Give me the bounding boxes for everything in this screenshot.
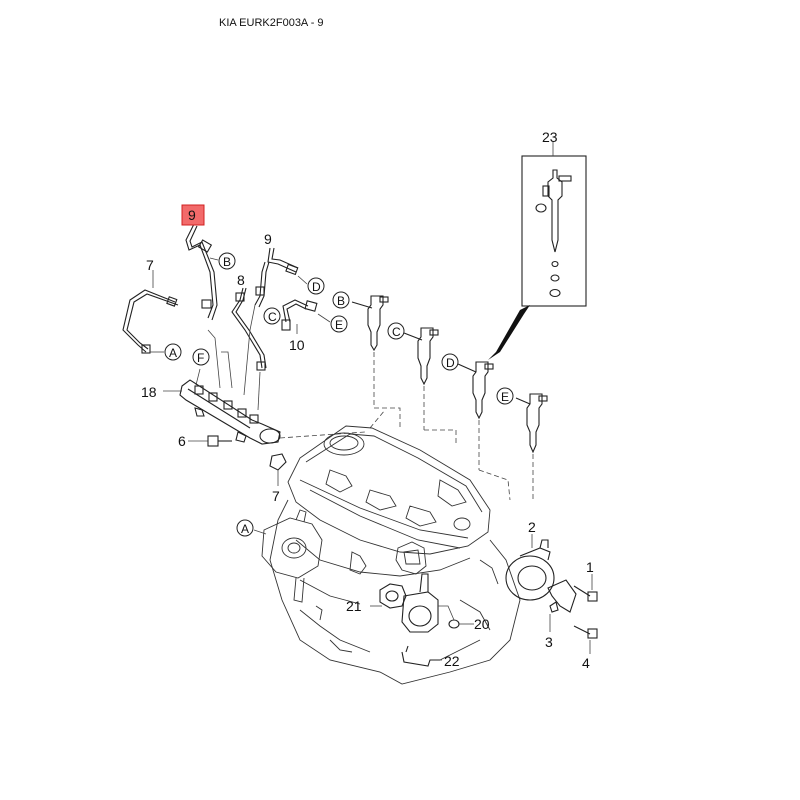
- letter-f-circle: [192, 348, 210, 366]
- bolt-1: [573, 574, 598, 602]
- injector-inset: 23: [521, 129, 587, 307]
- callout-8[interactable]: 7: [146, 257, 154, 273]
- bolt-6: [188, 435, 232, 447]
- callout-1[interactable]: 1: [586, 559, 594, 575]
- letter-b-circle-top: [218, 252, 236, 270]
- connection-letters: A F B D C E B C D E A: [150, 252, 514, 537]
- callout-9-highlighted[interactable]: 9: [188, 207, 196, 223]
- letter-a-pump: A: [241, 522, 249, 536]
- letter-b-circle-injector: [332, 291, 350, 309]
- callout-3[interactable]: 3: [545, 634, 553, 650]
- injector-b: [351, 295, 389, 408]
- letter-c-top: C: [268, 310, 277, 324]
- common-rail: [163, 379, 386, 445]
- sensor-7: [269, 453, 287, 486]
- letter-f: F: [197, 351, 204, 365]
- callout-23: 23: [542, 129, 558, 145]
- bolt-4: [573, 625, 598, 654]
- callout-9-lower[interactable]: 8: [237, 272, 245, 288]
- letter-c-circle-top: [263, 307, 281, 325]
- gasket-20: [438, 605, 474, 629]
- letter-c-circle-injector: [387, 322, 405, 340]
- letter-a-circle-top: [164, 343, 182, 361]
- letter-d-injector: D: [446, 356, 455, 370]
- letter-d-circle-injector: [441, 353, 459, 371]
- diagram-title: KIA EURK2F003A - 9: [219, 17, 324, 29]
- letter-e-circle-injector: [496, 387, 514, 405]
- fuel-lines: [122, 223, 318, 411]
- letter-c-injector: C: [392, 325, 401, 339]
- highlight-box: [181, 204, 205, 226]
- callout-numbers: 9 7 9 8 10 18 6 7 2 1 3 4 21 20 22: [141, 204, 594, 671]
- letter-b-top: B: [223, 255, 231, 269]
- injector-d: [457, 361, 494, 470]
- callout-7[interactable]: 7: [272, 488, 280, 504]
- callout-2[interactable]: 2: [528, 519, 536, 535]
- letter-a-circle-pump: [236, 519, 254, 537]
- letter-e-injector: E: [501, 390, 509, 404]
- vacuum-pump-2: [505, 534, 555, 601]
- callout-18[interactable]: 18: [141, 384, 157, 400]
- callout-10-upper[interactable]: 9: [264, 231, 272, 247]
- inset-frame: [521, 155, 587, 307]
- callout-6[interactable]: 6: [178, 433, 186, 449]
- letter-d-top: D: [312, 280, 321, 294]
- egr-actuator-21: [370, 583, 407, 609]
- letter-a-top: A: [169, 346, 177, 360]
- callout-21[interactable]: 21: [346, 598, 362, 614]
- bracket-22: [401, 645, 442, 667]
- letter-e-top: E: [335, 318, 343, 332]
- letter-e-circle-top: [330, 315, 348, 333]
- letter-d-circle-top: [307, 277, 325, 295]
- callout-10-lower[interactable]: 10: [289, 337, 305, 353]
- bracket-3: [547, 579, 577, 632]
- callout-22[interactable]: 22: [444, 653, 460, 669]
- callout-20[interactable]: 20: [474, 616, 490, 632]
- injector-e: [515, 393, 548, 500]
- engine-block: [261, 425, 521, 685]
- letter-b-injector: B: [337, 294, 345, 308]
- injector-c: [403, 327, 439, 430]
- inset-pointer-arrow: [488, 305, 530, 360]
- callout-4[interactable]: 4: [582, 655, 590, 671]
- throttle-body: [401, 573, 439, 633]
